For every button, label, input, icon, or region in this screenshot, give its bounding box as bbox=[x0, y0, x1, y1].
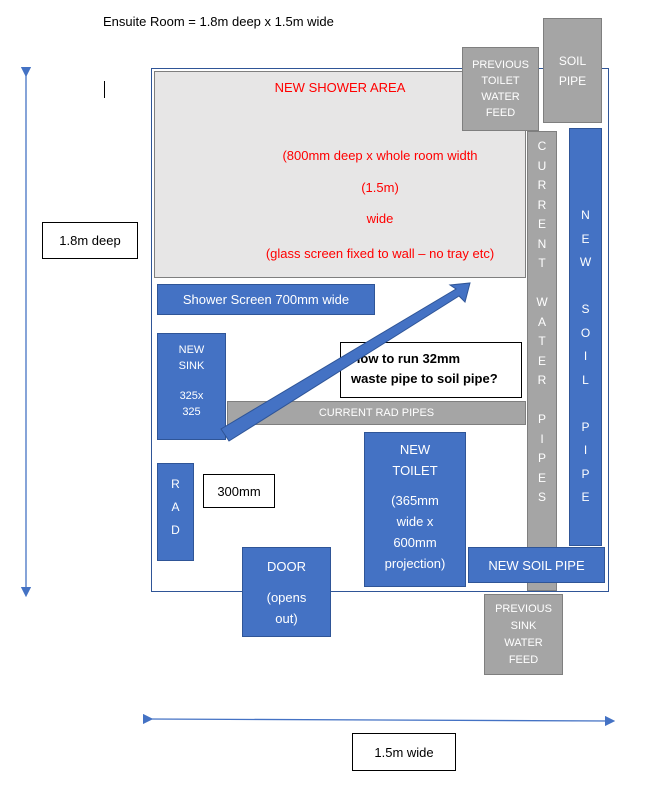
psf-line3: WATER bbox=[504, 636, 543, 649]
ptf-line1: PREVIOUS bbox=[472, 59, 529, 71]
vertical-letter: N bbox=[537, 236, 547, 251]
vertical-letter: I bbox=[583, 443, 588, 457]
psf-line4: FEED bbox=[508, 653, 539, 666]
question-line1: How to run 32mm bbox=[351, 351, 461, 366]
depth-label: 1.8m deep bbox=[42, 222, 138, 259]
vertical-letter: N bbox=[581, 208, 590, 222]
vertical-letter: T bbox=[538, 334, 546, 348]
psf-line1: PREVIOUS bbox=[495, 602, 552, 615]
toilet-title-2: TOILET bbox=[392, 463, 438, 478]
toilet-desc-2: wide x bbox=[396, 514, 434, 529]
vertical-letter: T bbox=[538, 256, 546, 270]
ptf-line3: WATER bbox=[481, 91, 520, 103]
sink-title-2: SINK bbox=[178, 360, 205, 372]
toilet-desc-3: 600mm bbox=[393, 535, 437, 550]
vertical-letter: P bbox=[537, 412, 546, 426]
vertical-letter: I bbox=[540, 431, 544, 446]
new-sink: NEW SINK 325x 325 bbox=[157, 333, 226, 440]
soil-pipe-top: SOIL PIPE bbox=[543, 18, 602, 123]
vertical-letter: L bbox=[582, 372, 589, 387]
shower-area-line4: (glass screen fixed to wall – no tray et… bbox=[265, 246, 495, 261]
sink-title-1: NEW bbox=[178, 344, 205, 356]
vertical-letter: P bbox=[581, 419, 590, 434]
toilet-title-1: NEW bbox=[399, 442, 431, 457]
previous-toilet-water-feed: PREVIOUS TOILET WATER FEED bbox=[462, 47, 539, 131]
ptf-line2: TOILET bbox=[481, 75, 520, 87]
shower-area-line2: (1.5m) bbox=[361, 180, 399, 195]
vertical-letter: U bbox=[537, 158, 547, 173]
sink-size-1: 325x bbox=[179, 390, 204, 402]
vertical-letter: E bbox=[581, 490, 590, 504]
door-desc-1: (opens bbox=[266, 590, 307, 605]
current-rad-pipes: CURRENT RAD PIPES bbox=[227, 401, 526, 425]
vertical-letter: E bbox=[581, 231, 590, 246]
vertical-letter: S bbox=[537, 490, 546, 504]
door: DOOR (opens out) bbox=[242, 547, 331, 637]
diagram-title: Ensuite Room = 1.8m deep x 1.5m wide bbox=[103, 14, 334, 29]
vertical-letter: C bbox=[537, 139, 547, 153]
toilet-desc-4: projection) bbox=[384, 556, 446, 571]
shower-area-line3: wide bbox=[366, 211, 394, 226]
new-toilet: NEW TOILET (365mm wide x 600mm projectio… bbox=[364, 432, 466, 587]
vertical-letter: P bbox=[537, 451, 546, 465]
width-label: 1.5m wide bbox=[352, 733, 456, 771]
new-soil-pipe-horizontal: NEW SOIL PIPE bbox=[468, 547, 605, 583]
vertical-letter: S bbox=[581, 302, 590, 316]
vertical-letter: W bbox=[536, 295, 548, 309]
soil-pipe-line2: PIPE bbox=[558, 73, 587, 88]
gap-300mm-label: 300mm bbox=[203, 474, 275, 508]
toilet-desc-1: (365mm bbox=[391, 493, 439, 508]
cursor-mark bbox=[104, 81, 105, 98]
previous-sink-water-feed: PREVIOUS SINK WATER FEED bbox=[484, 594, 563, 675]
shower-area-title: NEW SHOWER AREA bbox=[274, 80, 406, 95]
sink-size-2: 325 bbox=[182, 406, 201, 418]
vertical-letter: E bbox=[537, 353, 546, 368]
vertical-letter: E bbox=[537, 217, 546, 231]
question-line2: waste pipe to soil pipe? bbox=[351, 371, 498, 386]
room-outline bbox=[151, 68, 609, 592]
vertical-letter: P bbox=[581, 466, 590, 481]
psf-line2: SINK bbox=[510, 619, 537, 632]
door-title: DOOR bbox=[267, 559, 306, 574]
vertical-letter: A bbox=[171, 500, 180, 514]
vertical-letter: R bbox=[537, 178, 547, 192]
shower-area-line1: (800mm deep x whole room width bbox=[282, 148, 478, 163]
width-arrow bbox=[142, 713, 616, 727]
shower-screen: Shower Screen 700mm wide bbox=[157, 284, 375, 315]
vertical-letter: R bbox=[537, 373, 547, 387]
vertical-letter: I bbox=[583, 349, 588, 363]
vertical-letter: O bbox=[580, 325, 591, 340]
vertical-letter: R bbox=[537, 197, 547, 212]
door-desc-2: out) bbox=[275, 611, 298, 626]
vertical-letter: A bbox=[537, 314, 546, 329]
vertical-letter: E bbox=[537, 470, 546, 485]
soil-pipe-line1: SOIL bbox=[558, 53, 587, 68]
vertical-letter: R bbox=[171, 477, 180, 491]
ptf-line4: FEED bbox=[485, 107, 516, 119]
vertical-letter: W bbox=[579, 255, 592, 269]
vertical-letter: D bbox=[171, 523, 180, 537]
